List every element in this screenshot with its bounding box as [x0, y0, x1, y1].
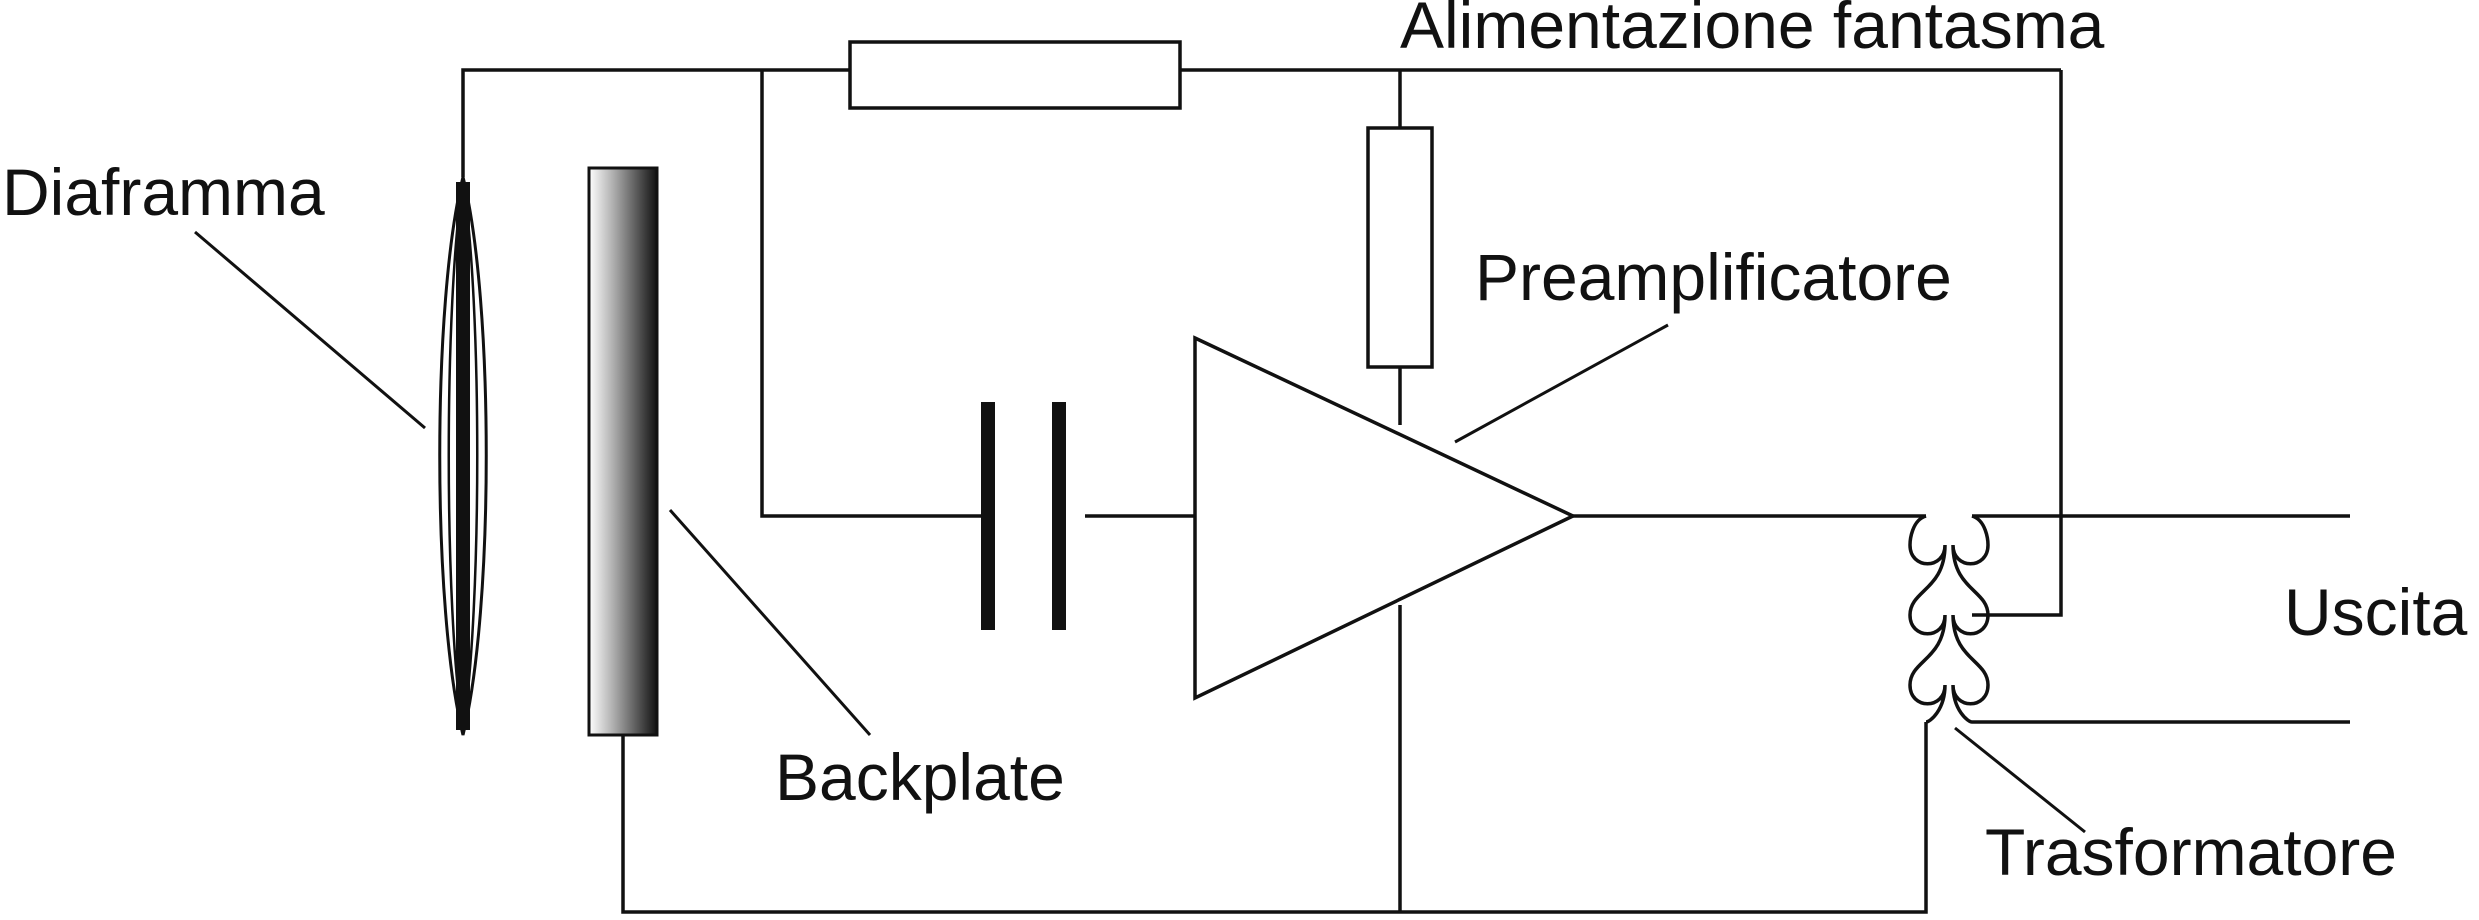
capacitor-branch-wire [760, 70, 985, 518]
capacitor-plate-right [1052, 402, 1066, 630]
transformer-primary-coil [1908, 514, 1947, 724]
ground-rail-wire [621, 722, 1928, 914]
transformer-leader-line [1954, 726, 2086, 834]
transformer-secondary-coil [1951, 514, 1990, 724]
preamplifier-leader-line [1454, 323, 1669, 444]
diaphragm [438, 176, 488, 736]
backplate-label: Backplate [775, 740, 1065, 814]
preamplifier-label: Preamplificatore [1475, 240, 1952, 314]
diaphragm-membrane [456, 182, 470, 730]
capacitor-plate-left [981, 402, 995, 630]
series-resistor [848, 40, 1182, 110]
bias-resistor [1366, 126, 1434, 369]
output-transformer [1908, 514, 1990, 724]
preamplifier-triangle [1193, 335, 1578, 701]
diaphragm-label: Diaframma [2, 155, 325, 229]
diaphragm-leader-line [194, 230, 426, 430]
backplate [587, 166, 659, 737]
output-label: Uscita [2284, 575, 2468, 649]
transformer-label: Trasformatore [1985, 815, 2397, 889]
circuit-wiring [461, 68, 2350, 914]
top-rail-wire [461, 68, 850, 177]
backplate-leader-line [668, 509, 872, 736]
phantom-feed-wire [1972, 70, 2063, 617]
phantom-power-label: Alimentazione fantasma [1400, 0, 2105, 62]
coupling-capacitor [981, 402, 1066, 630]
